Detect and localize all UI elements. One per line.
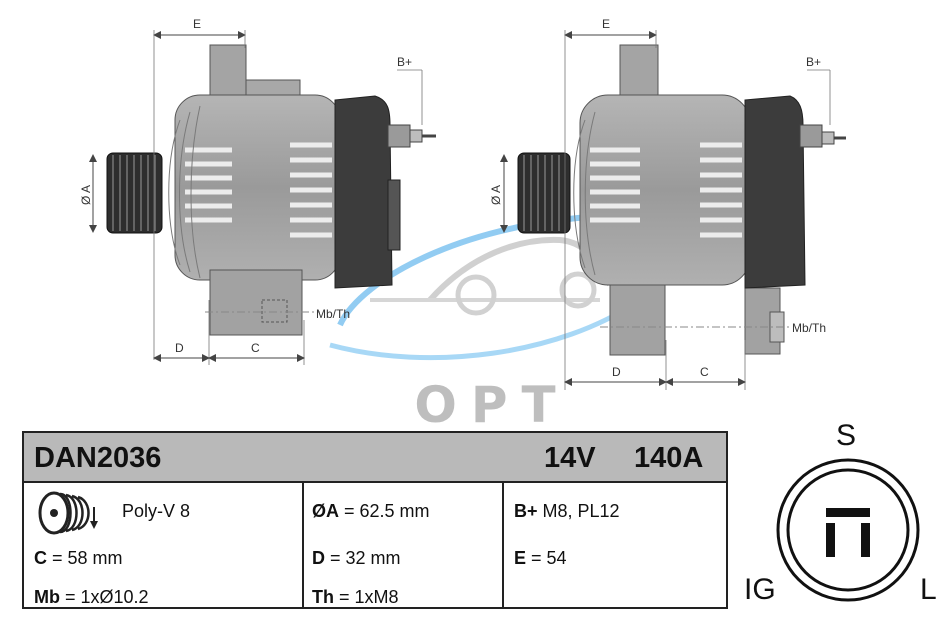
spec-d-value: = 32 mm [325,548,401,568]
spec-table: DAN2036 14V 140A Poly-V 8 C = 58 mm Mb =… [22,431,728,609]
pin-ig [826,523,835,557]
dim-d-right: D [612,365,621,379]
alternator-left-view: E B+ Ø A Mb/Th D C [79,17,436,365]
spec-column-1: Poly-V 8 C = 58 mm Mb = 1xØ10.2 [24,481,304,607]
spec-b-plus: B+ M8, PL12 [514,501,620,522]
plug-label-l: L [920,573,937,606]
spec-mb-value: = 1xØ10.2 [60,587,149,607]
spec-a: ØA = 62.5 mm [312,501,430,522]
dim-mb-th-left: Mb/Th [316,307,350,321]
spec-columns: Poly-V 8 C = 58 mm Mb = 1xØ10.2 ØA = 62.… [24,481,726,607]
spec-a-key: ØA [312,501,339,521]
spec-e-value: = 54 [526,548,567,568]
spec-mb-key: Mb [34,587,60,607]
dim-b-plus-left: B+ [397,55,412,69]
spec-b-plus-key: B+ [514,501,538,521]
spec-column-3: B+ M8, PL12 E = 54 [504,481,726,607]
amperage: 140A [634,442,704,474]
spec-e: E = 54 [514,548,567,569]
pin-s [826,508,870,517]
voltage: 14V [544,442,596,474]
plug-label-s: S [836,419,856,452]
spec-b-plus-value: M8, PL12 [537,501,620,521]
alternator-drawing: E B+ Ø A Mb/Th D C [79,17,846,390]
dim-e-left: E [193,17,201,31]
pulley-icon [38,491,98,535]
plug-connector-diagram: S IG L [744,419,937,606]
dim-e-right: E [602,17,610,31]
dim-a-right: Ø A [489,185,503,205]
spec-column-2: ØA = 62.5 mm D = 32 mm Th = 1xM8 [302,481,504,607]
spec-c-key: C [34,548,47,568]
spec-th-key: Th [312,587,334,607]
alternator-right-view: E B+ Ø A Mb/Th D C [489,17,846,390]
plug-label-ig: IG [744,573,776,606]
dim-d-left: D [175,341,184,355]
spec-c: C = 58 mm [34,548,123,569]
spec-e-key: E [514,548,527,568]
spec-c-value: = 58 mm [47,548,123,568]
spec-header: DAN2036 14V 140A [24,433,726,483]
pulley-type: Poly-V 8 [122,501,191,521]
dim-c-left: C [251,341,260,355]
spec-d: D = 32 mm [312,548,401,569]
spec-d-key: D [312,548,325,568]
spec-mb: Mb = 1xØ10.2 [34,587,149,608]
pin-l [861,523,870,557]
dim-c-right: C [700,365,709,379]
spec-a-value: = 62.5 mm [339,501,430,521]
dim-a-left: Ø A [79,185,93,205]
watermark-swoosh [329,212,642,361]
plug-inner-ring [786,468,910,592]
spec-th-value: = 1xM8 [334,587,399,607]
dim-mb-th-right: Mb/Th [792,321,826,335]
spec-th: Th = 1xM8 [312,587,399,608]
dim-b-plus-right: B+ [806,55,821,69]
part-number: DAN2036 [34,442,162,474]
